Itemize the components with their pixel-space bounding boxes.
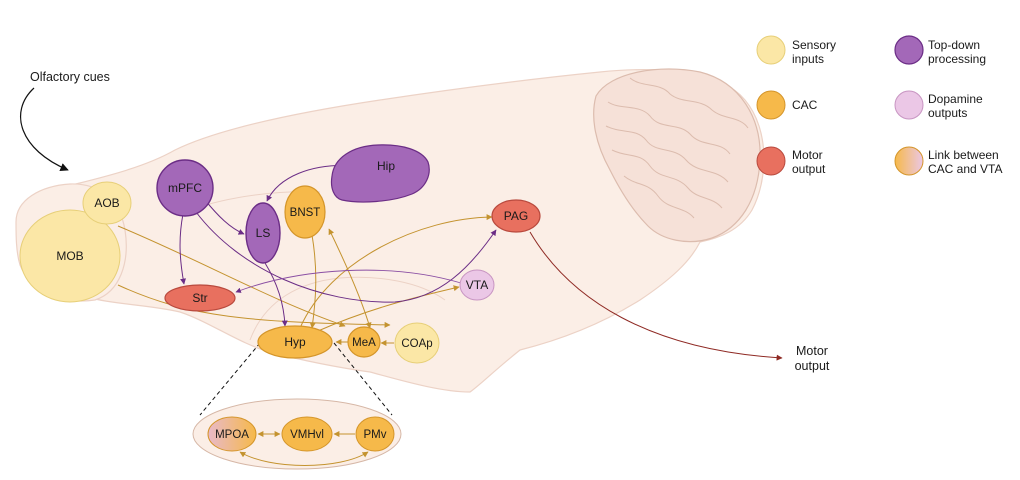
- motor-output-line2: output: [794, 359, 830, 373]
- node-pag: PAG: [491, 199, 541, 233]
- node-vmhvl: VMHvl: [281, 416, 333, 452]
- node-hyp: Hyp: [257, 325, 333, 359]
- hyp-label: Hyp: [284, 335, 306, 349]
- legend-motor-line2: output: [792, 162, 826, 176]
- node-mea: MeA: [347, 326, 381, 358]
- legend-dopamine-line2: outputs: [928, 106, 968, 120]
- edge-aob-mea: [117, 225, 346, 328]
- mpfc-label: mPFC: [168, 181, 202, 195]
- edge-hyp-vta: [317, 285, 460, 332]
- edge-ls-hyp: [264, 262, 288, 327]
- node-str: Str: [164, 284, 236, 312]
- vta-label: VTA: [466, 278, 488, 292]
- node-aob: AOB: [82, 181, 132, 225]
- legend-motor-line1: Motor: [792, 148, 823, 162]
- node-pmv: PMv: [355, 416, 395, 452]
- edge-vta-str: [235, 269, 462, 293]
- edge-mpfc-str: [179, 213, 186, 285]
- pmv-label: PMv: [364, 429, 387, 441]
- cerebellum: [593, 68, 761, 243]
- edge-bnst-mea: [328, 228, 372, 329]
- legend-dopamine-line1: Dopamine: [928, 92, 983, 106]
- node-mpfc: mPFC: [156, 159, 214, 217]
- aob-label: AOB: [94, 196, 119, 210]
- inset-dash-left: [199, 342, 261, 416]
- edge-bnst-hyp: [309, 234, 317, 329]
- node-hip: Hip: [330, 144, 430, 203]
- legend-link-line1: Link between: [928, 148, 999, 162]
- node-bnst: BNST: [284, 185, 326, 239]
- motor-output-label: Motor output: [792, 344, 832, 374]
- olfactory-cues-label: Olfactory cues: [30, 70, 110, 84]
- legend-sensory-line2: inputs: [792, 52, 825, 66]
- edge-hyp-pag: [299, 214, 493, 329]
- mob-label: MOB: [56, 249, 83, 263]
- legend-topdown-line2: processing: [928, 52, 987, 66]
- mpoa-label: MPOA: [215, 429, 249, 441]
- legend-cac-swatch: [756, 90, 786, 120]
- node-mob: MOB: [19, 209, 121, 303]
- mea-label: MeA: [352, 337, 376, 349]
- str-label: Str: [192, 291, 207, 305]
- edge-pag-motor-output: [529, 231, 783, 361]
- inset-dash-right: [333, 342, 393, 416]
- edge-mpoa-pmv: [239, 451, 369, 466]
- pag-label: PAG: [504, 209, 528, 223]
- legend-cac-label: CAC: [792, 98, 818, 112]
- bnst-label: BNST: [290, 207, 321, 219]
- motor-output-line1: Motor: [796, 344, 828, 358]
- node-vta: VTA: [459, 269, 495, 301]
- node-coap: COAp: [394, 322, 440, 364]
- legend-link-swatch: [894, 146, 924, 176]
- legend-dopamine-label: Dopamine outputs: [928, 92, 983, 120]
- legend-sensory-line1: Sensory: [792, 38, 837, 52]
- ls-label: LS: [256, 226, 271, 240]
- legend-sensory-label: Sensory inputs: [792, 38, 836, 66]
- node-ls: LS: [245, 202, 281, 264]
- node-mpoa: MPOA: [207, 416, 257, 452]
- olfactory-cues-arrow: [19, 87, 69, 171]
- vmhvl-label: VMHvl: [290, 429, 324, 441]
- legend-sensory-swatch: [756, 35, 786, 65]
- legend-dopamine-swatch: [894, 90, 924, 120]
- coap-label: COAp: [401, 338, 432, 350]
- legend-link-line2: CAC and VTA: [928, 162, 1003, 176]
- legend-topdown-line1: Top-down: [928, 38, 981, 52]
- hip-label: Hip: [377, 159, 395, 173]
- legend-motor-swatch: [756, 146, 786, 176]
- legend-topdown-label: Top-down processing: [928, 38, 986, 66]
- legend-motor-label: Motor output: [792, 148, 825, 176]
- legend-link-label: Link between CAC and VTA: [928, 148, 1002, 176]
- legend-topdown-swatch: [894, 35, 924, 65]
- edge-mpfc-pag: [195, 211, 497, 303]
